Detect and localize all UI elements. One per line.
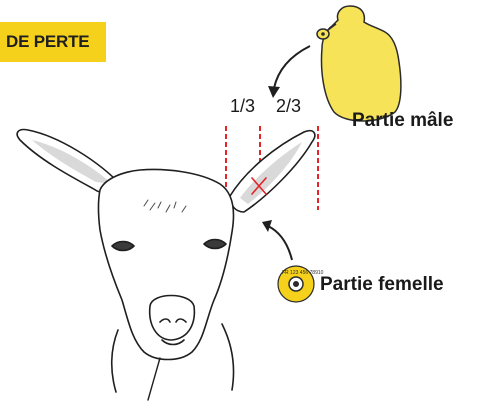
- header-badge: DE PERTE: [0, 22, 106, 62]
- header-badge-text: DE PERTE: [6, 32, 89, 52]
- female-tag-text: FR 123 456 78910: [282, 270, 324, 276]
- insertion-arrow: [268, 46, 310, 98]
- female-part-label: Partie femelle: [320, 274, 444, 296]
- male-part-label: Partie mâle: [352, 110, 453, 132]
- label-two-thirds: 2/3: [276, 96, 301, 117]
- female-arrow: [262, 220, 292, 260]
- right-eye: [204, 240, 226, 249]
- left-eye: [112, 242, 134, 251]
- label-one-third: 1/3: [230, 96, 255, 117]
- muzzle: [150, 296, 195, 341]
- goat-illustration: [17, 130, 315, 400]
- male-tag-icon: [317, 6, 401, 121]
- female-tag-icon: FR 123 456 78910: [278, 266, 324, 302]
